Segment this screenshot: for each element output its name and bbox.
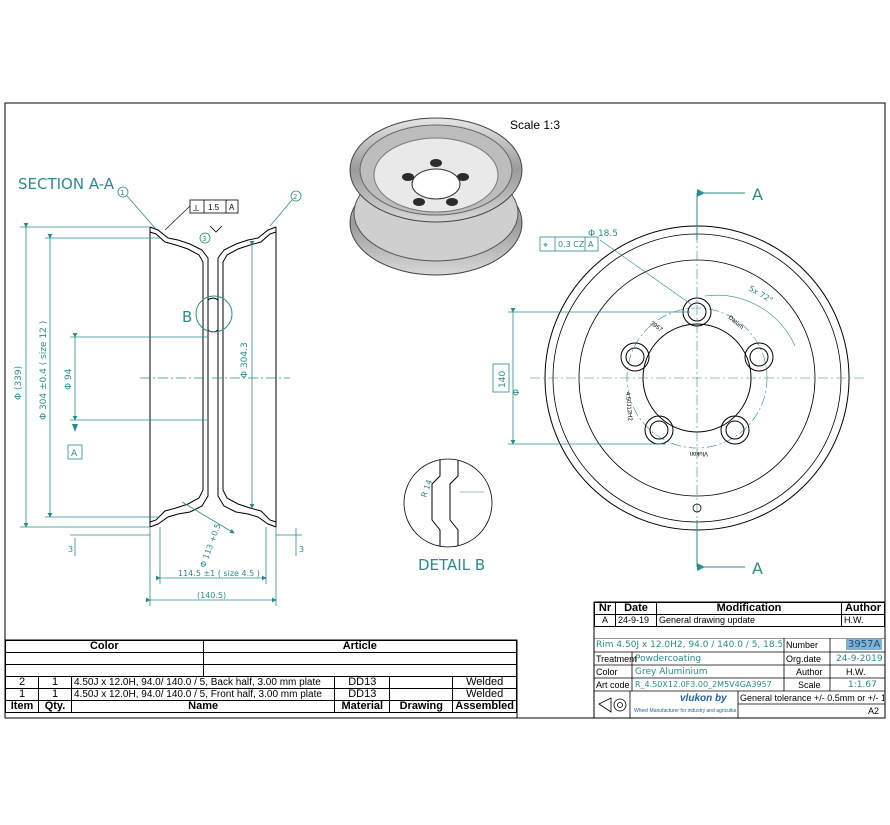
tb-color-label: Color — [596, 667, 618, 677]
bom-color-header: Color — [5, 640, 204, 653]
callout-3: 3 — [202, 235, 206, 243]
svg-text:0.3 CZ: 0.3 CZ — [558, 240, 585, 249]
rev-row-date: 24-9-19 — [615, 614, 657, 627]
hole-dia: Φ 18.5 — [588, 229, 618, 239]
datum-a-left: A — [71, 449, 78, 459]
pcd: 140 — [498, 371, 508, 388]
tb-treatment-value: Powdercoating — [635, 654, 702, 664]
rev-row-modification: General drawing update — [656, 614, 842, 627]
tb-author-value: H.W. — [846, 667, 866, 677]
tb-orgdate-label: Org.date — [786, 654, 822, 664]
dim-3-right: 3 — [299, 545, 304, 554]
svg-text:Φ: Φ — [512, 389, 522, 396]
section-a-bottom: A — [752, 559, 763, 578]
dim-304: Φ 304 ±0.4 ( size 12 ) — [39, 321, 49, 420]
callout-1: 1 — [120, 189, 124, 197]
tb-treatment-label: Treatment — [596, 654, 637, 664]
rev-row-author: H.W. — [841, 614, 885, 627]
bom-header-material: Material — [334, 700, 391, 713]
projection-symbol-icon — [598, 697, 627, 713]
svg-text:A: A — [229, 203, 235, 212]
stamp-right: Datum — [727, 315, 744, 331]
dim-113: Φ 113 +0.5 — [198, 522, 222, 568]
tb-sheet: A2 — [868, 706, 880, 716]
tb-tolerance: General tolerance +/- 0.5mm or +/- 1° — [740, 693, 884, 703]
tb-description: Rim 4.50J x 12.0H2, 94.0 / 140.0 / 5, 18… — [596, 640, 782, 650]
tb-orgdate-value: 24-9-2019 — [836, 654, 883, 664]
tb-scale-label: Scale — [798, 680, 821, 690]
dim-1405: (140.5) — [197, 591, 226, 600]
section-a-top: A — [752, 185, 763, 204]
tb-brand-logo: vlukon by — [680, 693, 727, 704]
dim-3043: Φ 304.3 — [240, 342, 250, 378]
tb-scale-value: 1:1.67 — [848, 680, 877, 690]
bom-article-header: Article — [202, 640, 518, 653]
tb-number-label: Number — [786, 640, 819, 650]
stamp-bottom: Vlukon — [690, 450, 708, 456]
stamp-top: 3957 — [649, 321, 664, 334]
bom-row: 2 1 4.50J x 12.0H, 94.0/ 140.0 / 5, Back… — [5, 676, 517, 689]
section-view: SECTION A-A B 1 2 3 ⟂ — [14, 175, 304, 606]
tb-tagline: Wheel Manufacturer for industry and agri… — [634, 708, 736, 714]
title-block: Rim 4.50J x 12.0H2, 94.0 / 140.0 / 5, 18… — [594, 638, 885, 718]
dim-339: Φ (339) — [14, 366, 24, 400]
bolt-holes — [620, 297, 774, 445]
bom-table: Color Article 2 1 4.50J x 12.0H, 94.0/ 1… — [5, 640, 518, 713]
detail-title: DETAIL B — [418, 556, 485, 574]
bom-header-drawing: Drawing — [389, 700, 454, 713]
flatness-frame: ⟂ 1.5 A — [164, 199, 239, 233]
rev-header-date: Date — [615, 602, 657, 615]
dim-94: Φ 94 — [64, 368, 74, 390]
bom-row: 1 1 4.50J x 12.0H, 94.0/ 140.0 / 5, Fron… — [5, 688, 517, 701]
rev-header-nr: Nr — [594, 602, 616, 615]
tb-author-label: Author — [796, 667, 823, 677]
tb-artcode-value: R_4.50X12.0F3.00_2M5V4GA3957 — [635, 680, 772, 689]
iso-view — [349, 117, 523, 276]
tb-color-value: Grey Aluminium — [635, 667, 708, 677]
revision-table: Nr Date Modification Author A 24-9-19 Ge… — [594, 602, 885, 627]
tb-artcode-label: Art code — [596, 680, 630, 690]
stamp-left: 4.50J12H2 — [624, 392, 633, 422]
detail-b-view: R 14 DETAIL B — [403, 458, 493, 574]
svg-text:⌖: ⌖ — [543, 241, 548, 251]
position-frame: ⌖ 0.3 CZ A — [539, 236, 599, 252]
bom-header-item: Item — [5, 700, 39, 713]
bom-header-name: Name — [70, 700, 336, 713]
rev-header-author: Author — [841, 602, 885, 615]
callout-2: 2 — [293, 193, 297, 201]
scale-label: Scale 1:3 — [510, 118, 560, 132]
svg-text:A: A — [588, 240, 594, 249]
svg-text:⟂: ⟂ — [193, 203, 199, 213]
tb-number-value: 3957A — [846, 639, 883, 650]
dim-1145: 114.5 ±1 ( size 4.5 ) — [178, 569, 260, 578]
iso-bolt-holes — [402, 159, 469, 206]
svg-text:1.5: 1.5 — [208, 203, 220, 212]
front-view: A A Φ 18.5 ⌖ 0.3 CZ A 140 Φ 5x 72° 3957 … — [492, 185, 866, 578]
dim-3-left: 3 — [68, 545, 73, 554]
bom-header-assembled: Assembled — [452, 700, 517, 713]
bom-header-qty: Qty. — [38, 700, 72, 713]
detail-b-ref: B — [182, 308, 192, 326]
rev-header-modification: Modification — [656, 602, 842, 615]
section-title: SECTION A-A — [18, 175, 115, 193]
rev-row-nr: A — [594, 614, 616, 627]
pattern: 5x 72° — [747, 284, 774, 305]
